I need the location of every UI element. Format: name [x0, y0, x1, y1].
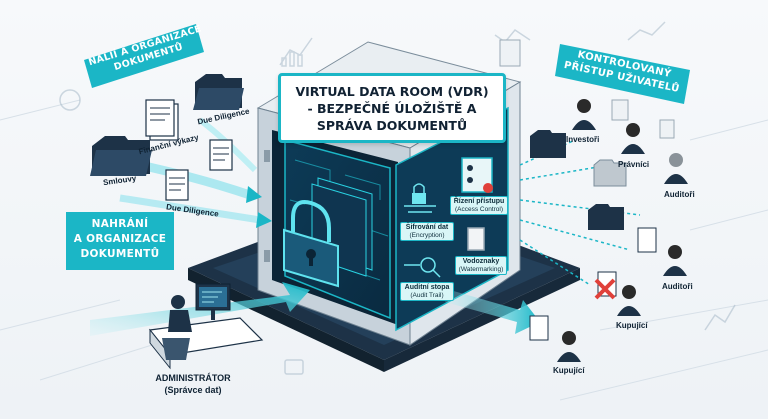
user-label-kupujici-2: Kupující [553, 366, 585, 375]
document-stack-icon [145, 99, 179, 141]
user-auditor-avatar [664, 153, 688, 184]
feature-icons [404, 157, 493, 278]
folder-icon-2 [193, 74, 244, 110]
deny-icon [594, 278, 616, 300]
user-label-kupujici-1: Kupující [616, 321, 648, 330]
padlock-icon [283, 200, 339, 288]
user-auditor-avatar-2 [663, 245, 687, 276]
banner-mid-left: NAHRÁNÍ A ORGANIZACE DOKUMENTŮ [66, 217, 174, 262]
document-icon-due-2 [165, 169, 189, 201]
admin-workstation [148, 283, 264, 370]
left-documents [90, 74, 244, 201]
admin-label-role: ADMINISTRÁTOR [155, 373, 231, 383]
feature-watermarking-title: Vodoznaky [462, 258, 500, 265]
feature-audit-trail: Auditní stopa (Audit Trail) [400, 282, 454, 301]
user-lawyer-avatar [621, 123, 645, 154]
folder-icon [90, 136, 152, 176]
background-folder-icons [499, 39, 675, 139]
feature-access-control: Řízení přístupu (Access Control) [450, 196, 508, 215]
feature-encryption-title: Šifrování dat [405, 224, 449, 231]
admin-label-sub: (Správce dat) [164, 385, 222, 395]
background-lines [0, 99, 768, 401]
feature-watermarking-sub: (Watermarking) [458, 265, 504, 273]
user-label-auditori-1: Auditoři [664, 190, 695, 199]
feature-encryption: Šifrování dat (Encryption) [400, 222, 454, 241]
title-line2: - BEZPEČNÉ ÚLOŽIŠTĚ A [307, 100, 477, 116]
title-line3: SPRÁVA DOKUMENTŮ [316, 117, 468, 133]
feature-access-sub: (Access Control) [454, 205, 504, 213]
background-chart-icons [59, 21, 736, 375]
user-icons [557, 99, 688, 362]
admin-label: ADMINISTRÁTOR (Správce dat) [148, 372, 238, 396]
user-folders [499, 39, 675, 341]
document-icon-due [209, 139, 233, 171]
banner-mid-left-line1: NAHRÁNÍ [91, 218, 149, 230]
feature-access-title: Řízení přístupu [453, 198, 505, 205]
user-buyer-avatar [617, 285, 641, 316]
user-investor-avatar [572, 99, 596, 130]
page-title: VIRTUAL DATA ROOM (VDR) - BEZPEČNÉ ÚLOŽI… [278, 73, 506, 143]
banner-ribbons [66, 24, 690, 270]
feature-watermarking: Vodoznaky (Watermarking) [455, 256, 507, 275]
banner-mid-left-line2: A ORGANIZACE [73, 233, 167, 245]
user-buyer-avatar-2 [557, 331, 581, 362]
banner-mid-left-line3: DOKUMENTŮ [80, 248, 160, 260]
feature-audit-sub: (Audit Trail) [410, 291, 444, 299]
feature-encryption-sub: (Encryption) [409, 231, 445, 239]
feature-audit-title: Auditní stopa [404, 284, 450, 291]
user-label-investori: Investoři [566, 135, 600, 144]
title-line1: VIRTUAL DATA ROOM (VDR) [295, 83, 489, 99]
user-label-auditori-2: Auditoři [662, 282, 693, 291]
user-label-pravnici: Právníci [618, 160, 650, 169]
